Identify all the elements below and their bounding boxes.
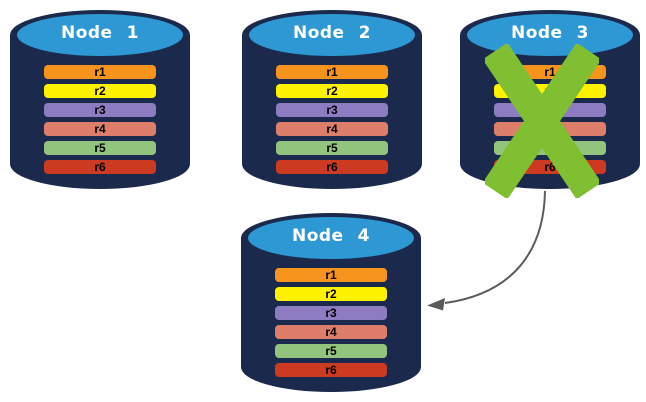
row-r2: r2 — [44, 84, 156, 98]
row-r4: r4 — [44, 122, 156, 136]
row-r2: r2 — [276, 84, 388, 98]
node-1-title: Node 1 — [60, 23, 139, 43]
row-r4: r4 — [276, 122, 388, 136]
row-r2: r2 — [275, 287, 387, 301]
node-3-title: Node 3 — [510, 23, 589, 43]
row-r6: r6 — [44, 160, 156, 174]
cylinder-top — [249, 14, 415, 56]
row-r3: r3 — [275, 306, 387, 320]
node-2: Node 2 r1 r2 r3 r4 r5 r6 — [240, 8, 424, 191]
arrow-shaft — [444, 190, 546, 304]
failure-x-icon — [485, 44, 599, 198]
node-4-rows: r1 r2 r3 r4 r5 r6 — [275, 268, 387, 382]
node-4: Node 4 r1 r2 r3 r4 r5 r6 — [239, 211, 423, 394]
node-2-title: Node 2 — [292, 23, 371, 43]
arrow-head — [427, 298, 445, 311]
row-r1: r1 — [44, 65, 156, 79]
row-r5: r5 — [275, 344, 387, 358]
node-1: Node 1 r1 r2 r3 r4 r5 r6 — [8, 8, 192, 191]
node-4-title: Node 4 — [291, 226, 370, 246]
node-1-rows: r1 r2 r3 r4 r5 r6 — [44, 65, 156, 179]
row-r3: r3 — [276, 103, 388, 117]
row-r5: r5 — [276, 141, 388, 155]
x-stroke-2 — [485, 44, 599, 198]
cylinder-top — [17, 14, 183, 56]
row-r6: r6 — [276, 160, 388, 174]
node-2-rows: r1 r2 r3 r4 r5 r6 — [276, 65, 388, 179]
cylinder-top — [248, 217, 414, 259]
row-r3: r3 — [44, 103, 156, 117]
row-r4: r4 — [275, 325, 387, 339]
row-r5: r5 — [44, 141, 156, 155]
row-r1: r1 — [276, 65, 388, 79]
row-r6: r6 — [275, 363, 387, 377]
row-r1: r1 — [275, 268, 387, 282]
